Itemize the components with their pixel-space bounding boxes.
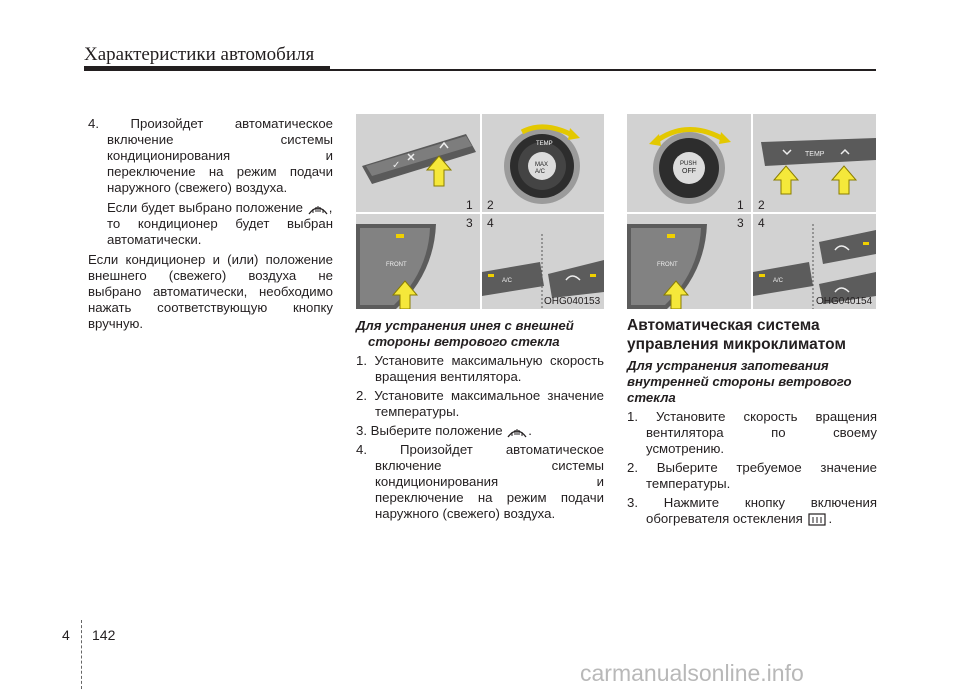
para-line: нажать соответствующую кнопку xyxy=(88,300,333,316)
ac-recirc-buttons-illustration: A/C xyxy=(482,234,604,309)
fig1-number-1: 1 xyxy=(466,198,473,212)
middle-column: Для устранения инея с внешней стороны ве… xyxy=(356,318,604,522)
step-line: кондиционирования и xyxy=(375,474,604,490)
fig2-number-4: 4 xyxy=(758,216,765,230)
step-line: 2. Выберите требуемое значение xyxy=(627,460,877,475)
fig2-code: OHG040154 xyxy=(816,296,873,307)
sub-heading: внутренней стороны ветрового xyxy=(627,374,852,389)
ac-label: A/C xyxy=(502,278,513,284)
figure-2: PUSH OFF TEMP FRONT A/C xyxy=(627,114,876,309)
para-line: вручную. xyxy=(88,316,144,332)
fig1-code: OHG040153 xyxy=(544,296,601,307)
step-line: 1. Установите максимальную скорость xyxy=(356,353,604,368)
section-heading: стороны ветрового стекла xyxy=(368,334,560,349)
section-number: 4 xyxy=(62,627,70,643)
note-line: автоматически. xyxy=(107,232,202,248)
fig1-cell-1: ✓ xyxy=(356,114,480,212)
fig2-number-3: 3 xyxy=(737,216,744,230)
step-line: обогревателя остекления . xyxy=(627,511,877,527)
fig1-cell-2: TEMP MAX A/C xyxy=(482,114,604,212)
step-line: 2. Установите максимальное значение xyxy=(356,388,604,403)
step-line: температуры. xyxy=(375,404,460,419)
footer-divider xyxy=(81,620,83,689)
step3-period: . xyxy=(528,423,532,438)
defrost-icon xyxy=(507,429,527,438)
step-line: температуры. xyxy=(646,476,731,491)
fig1-number-4: 4 xyxy=(487,216,494,230)
note-line: то кондиционер будет выбран xyxy=(107,216,333,232)
note-comma: , xyxy=(328,200,333,215)
step-line: 1. Установите скорость вращения xyxy=(627,409,877,424)
temp-buttons-illustration: TEMP xyxy=(761,138,876,195)
left-column: 4. Произойдет автоматическое включение с… xyxy=(88,116,333,332)
front-defrost-button-illustration: FRONT xyxy=(356,224,436,309)
fig2-number-1: 1 xyxy=(737,198,744,212)
fig2-number-2: 2 xyxy=(758,198,765,212)
push-label: PUSH xyxy=(680,161,697,167)
step3-period: . xyxy=(828,511,833,526)
step3-text: 3. Выберите положение xyxy=(356,423,503,438)
page-number: 142 xyxy=(92,627,116,643)
step-line: 4. Произойдет автоматическое xyxy=(356,442,604,458)
page-header-title: Характеристики автомобиля xyxy=(84,44,315,65)
fig2-cell-3: FRONT xyxy=(627,214,751,309)
push-off-knob-illustration: PUSH OFF xyxy=(649,127,731,204)
item4-line: наружного (свежего) воздуха. xyxy=(107,180,288,195)
fig2-cell-4: A/C xyxy=(753,214,876,309)
knob-temp-label: TEMP xyxy=(536,141,553,147)
fig2-divider-v xyxy=(751,114,753,309)
item4-line: кондиционирования и xyxy=(107,148,333,163)
knob-ac-label: A/C xyxy=(535,169,546,175)
sub-heading: стекла xyxy=(627,390,676,405)
step-line: наружного (свежего) воздуха. xyxy=(375,506,556,522)
fig1-cell-4: A/C xyxy=(482,214,604,309)
fig1-cell-3: FRONT xyxy=(356,214,480,309)
note-text: Если будет выбрано положение xyxy=(107,200,304,215)
step3-text: обогревателя остекления xyxy=(646,511,803,526)
figure-1: ✓ TEMP MAX A/C FRONT xyxy=(356,114,604,309)
front-defrost-button-illustration-2: FRONT xyxy=(627,224,707,309)
step-line: вентилятора по своему xyxy=(646,425,877,440)
right-column: Автоматическая система управления микрок… xyxy=(627,316,877,527)
step-line: вращения вентилятора. xyxy=(375,369,522,384)
step-line: 3. Выберите положение . xyxy=(356,423,604,439)
fig2-divider-h xyxy=(627,212,876,214)
ac-label-2: A/C xyxy=(773,278,784,284)
fig2-cell-2: TEMP xyxy=(753,114,876,212)
fig1-divider-v xyxy=(480,114,482,309)
off-label: OFF xyxy=(682,168,696,175)
rear-defrost-icon xyxy=(808,513,827,526)
fig1-number-2: 2 xyxy=(487,198,494,212)
note-line: Если будет выбрано положение , xyxy=(88,200,333,216)
svg-text:✓: ✓ xyxy=(392,160,400,171)
step-line: переключение на режим подачи xyxy=(375,490,604,506)
fig1-divider-h xyxy=(356,212,604,214)
item4-line: 4. Произойдет автоматическое xyxy=(88,116,333,131)
step-line: 3. Нажмите кнопку включения xyxy=(627,495,877,510)
temp-knob-illustration: TEMP MAX A/C xyxy=(504,124,580,204)
front-label: FRONT xyxy=(386,262,407,268)
section-heading: Для устранения инея с внешней xyxy=(356,318,574,333)
fig1-number-3: 3 xyxy=(466,216,473,230)
watermark: carmanualsonline.info xyxy=(580,660,804,686)
ac-recirc-buttons-illustration-2: A/C xyxy=(753,224,876,309)
step-line: усмотрению. xyxy=(646,441,725,456)
header-rule-thick xyxy=(84,66,330,71)
front-label-2: FRONT xyxy=(657,262,678,268)
para-line: выбрано автоматически, необходимо xyxy=(88,284,333,300)
sub-heading: Для устранения запотевания xyxy=(627,358,829,373)
fan-speed-buttons-illustration: ✓ xyxy=(362,134,476,187)
item4-line: переключение на режим подачи xyxy=(107,164,333,179)
step-line: включение системы xyxy=(375,458,604,474)
section-title: Автоматическая система xyxy=(627,317,820,334)
defrost-icon xyxy=(308,206,328,215)
header-rule-thin xyxy=(330,69,876,71)
knob-max-label: MAX xyxy=(535,162,548,168)
para-line: внешнего (свежего) воздуха не xyxy=(88,268,333,284)
item4-line: включение системы xyxy=(107,132,333,147)
fig2-cell-1: PUSH OFF xyxy=(627,114,751,212)
section-title: управления микроклиматом xyxy=(627,336,846,353)
para-line: Если кондиционер и (или) положение xyxy=(88,252,333,268)
temp-label: TEMP xyxy=(805,151,825,158)
